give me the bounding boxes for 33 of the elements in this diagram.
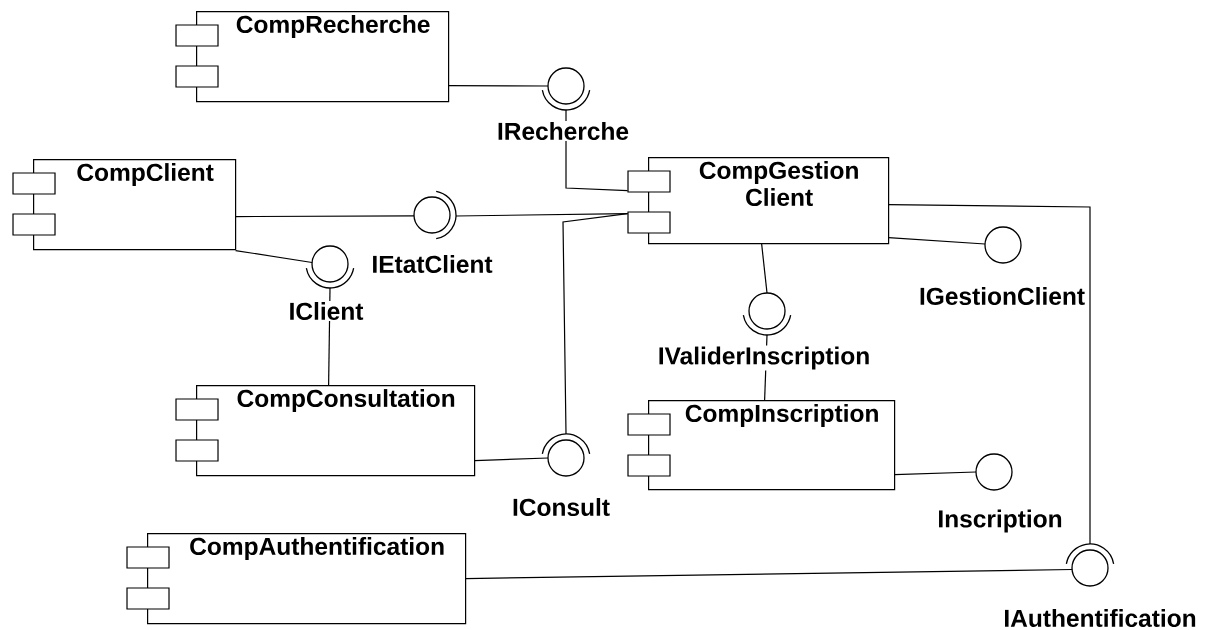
connector-line: [474, 457, 549, 462]
interface-circle: [984, 226, 1022, 264]
component-box: CompClient: [12, 159, 237, 251]
connector-line: [888, 237, 986, 245]
interface-label: IClient: [287, 301, 365, 321]
ball-and-socket-symbol: [541, 67, 591, 111]
interface-label: IValiderInscription: [656, 345, 872, 371]
connector-line: [565, 109, 629, 192]
connector-line: [761, 243, 768, 294]
connector-line: [448, 85, 549, 87]
ball-and-socket-symbol: [1065, 543, 1115, 587]
connector-line: [562, 213, 629, 435]
interface-label: IEtatClient: [370, 254, 494, 274]
component-box: CompConsultation: [175, 385, 476, 477]
ball-and-socket-symbol: [541, 433, 591, 477]
interface-circle: [975, 453, 1013, 491]
interface-label: Inscription: [936, 508, 1064, 534]
interface-label: IAuthentification: [1002, 608, 1198, 628]
connector-line: [894, 471, 977, 476]
component-box: CompGestion Client: [627, 157, 890, 245]
ball-and-socket-symbol: [305, 245, 355, 289]
component-box: CompAuthentification: [126, 533, 467, 625]
component-box: CompRecherche: [175, 11, 450, 103]
interface-label: IConsult: [511, 497, 611, 517]
ball-and-socket-symbol: [742, 292, 792, 336]
connector-line: [235, 215, 415, 218]
connector-line: [465, 568, 1073, 580]
ball-and-socket-symbol: [413, 190, 457, 240]
connector-line: [888, 204, 1091, 545]
connector-line: [235, 250, 313, 264]
interface-label: IGestionClient: [917, 286, 1087, 306]
component-box: CompInscription: [627, 400, 896, 491]
interface-label: IRecherche: [495, 121, 631, 141]
